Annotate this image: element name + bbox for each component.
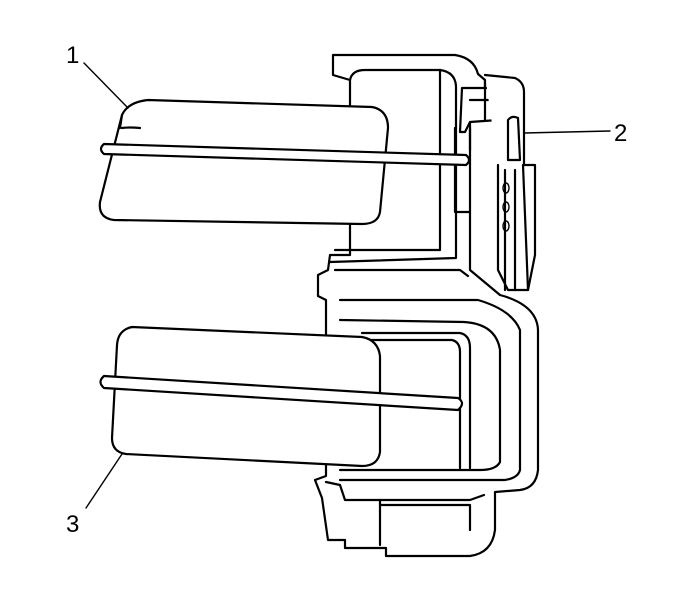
callout-label-3: 3	[66, 511, 79, 538]
leader-lines	[83, 62, 611, 509]
leader-line-1	[83, 62, 129, 109]
leader-line-3	[85, 453, 123, 509]
upper-terminal-block	[98, 98, 471, 226]
leader-line-2	[523, 130, 611, 134]
terminal-lock-assembly	[453, 73, 537, 292]
callout-label-2: 2	[614, 120, 627, 147]
callout-label-1: 1	[66, 42, 79, 69]
lower-terminal-block	[99, 325, 464, 468]
